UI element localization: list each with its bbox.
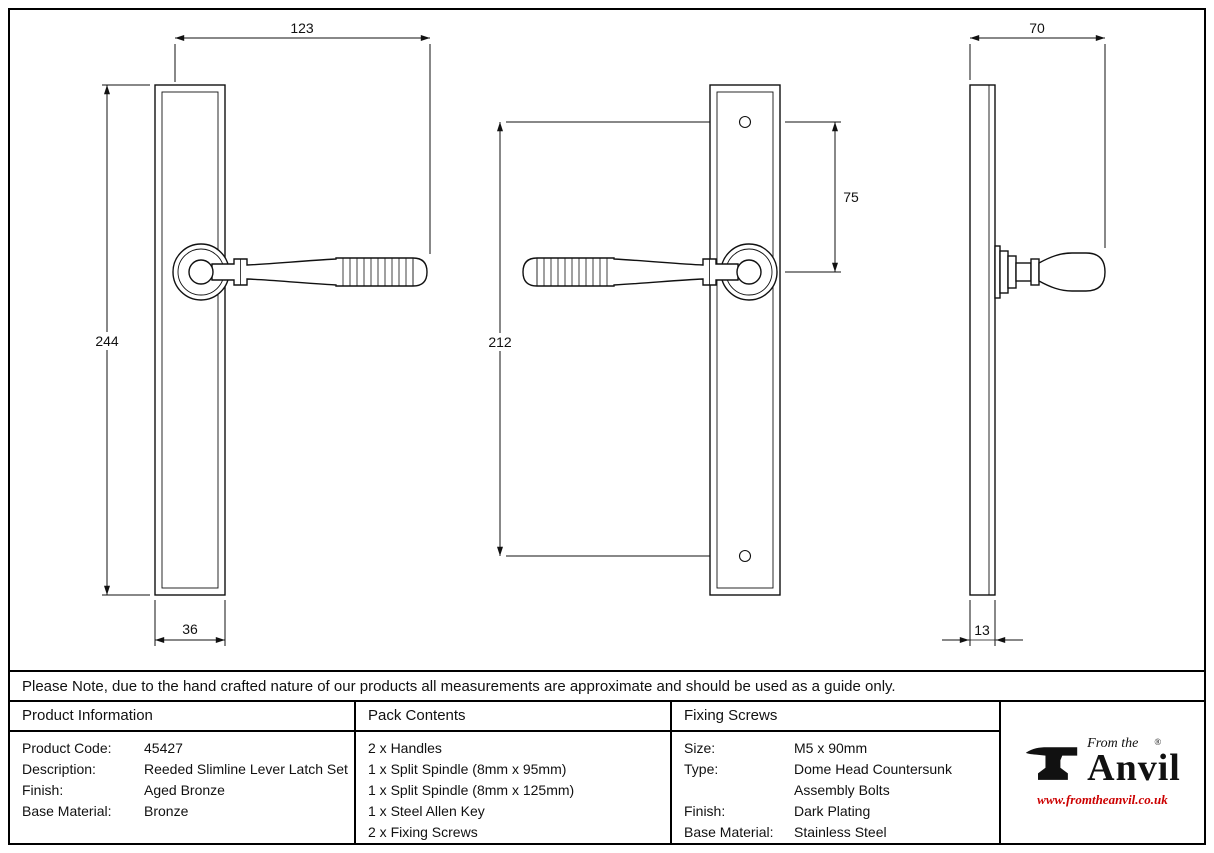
screw-type-value-cont: Assembly Bolts — [794, 782, 890, 798]
table-row: Type: Dome Head Countersunk — [684, 759, 999, 780]
brand-logo: From the ® Anvil www.fromtheanvil.co.uk — [1024, 737, 1181, 808]
logo-url: www.fromtheanvil.co.uk — [1037, 792, 1168, 807]
dim-projection: 70 — [1029, 20, 1045, 36]
column-product-information: Product Information Product Code: 45427 … — [10, 702, 354, 843]
screw-finish-value: Dark Plating — [794, 803, 871, 819]
product-information-header: Product Information — [10, 702, 354, 732]
pack-item: 2 x Handles — [368, 740, 442, 756]
product-code-value: 45427 — [144, 740, 183, 756]
screw-hole-bottom — [738, 549, 752, 563]
table-row: Size: M5 x 90mm — [684, 738, 999, 759]
note-row: Please Note, due to the hand crafted nat… — [10, 670, 1204, 700]
pack-contents-header: Pack Contents — [356, 702, 670, 732]
pack-item: 1 x Split Spindle (8mm x 125mm) — [368, 782, 575, 798]
screw-size-value: M5 x 90mm — [794, 740, 868, 756]
table-row: Finish: Aged Bronze — [22, 780, 354, 801]
technical-drawing: 123 244 36 212 75 — [90, 20, 1106, 646]
column-pack-contents: Pack Contents 2 x Handles 1 x Split Spin… — [354, 702, 670, 843]
screw-type-value: Dome Head Countersunk — [794, 761, 952, 777]
finish-value: Aged Bronze — [144, 782, 225, 798]
dim-screw-centres: 212 — [488, 334, 512, 350]
table-row: Assembly Bolts — [684, 780, 999, 801]
pack-item: 1 x Split Spindle (8mm x 95mm) — [368, 761, 567, 777]
back-view-dimensions — [483, 121, 841, 557]
back-view — [522, 84, 781, 596]
anvil-icon — [1026, 747, 1078, 780]
screw-hole-top — [738, 115, 752, 129]
dim-handle-length: 123 — [290, 20, 314, 36]
side-view — [969, 84, 1106, 596]
pack-item: 2 x Fixing Screws — [368, 824, 478, 840]
pack-item: 1 x Steel Allen Key — [368, 803, 485, 819]
logo-wordmark: Anvil — [1087, 747, 1181, 789]
base-material-value: Bronze — [144, 803, 189, 819]
column-logo: From the ® Anvil www.fromtheanvil.co.uk — [999, 702, 1204, 843]
dim-plate-height: 244 — [95, 333, 119, 349]
registered-mark: ® — [1154, 737, 1162, 747]
dim-plate-width: 36 — [182, 621, 198, 637]
table-row: Product Code: 45427 — [22, 738, 354, 759]
table-row: Finish: Dark Plating — [684, 801, 999, 822]
column-fixing-screws: Fixing Screws Size: M5 x 90mm Type: Dome… — [670, 702, 999, 843]
table-row: Base Material: Stainless Steel — [684, 822, 999, 843]
drawing-sheet: 123 244 36 212 75 — [8, 8, 1206, 845]
drawing-area: 123 244 36 212 75 — [10, 10, 1204, 670]
table-row: Description: Reeded Slimline Lever Latch… — [22, 759, 354, 780]
note-text: Please Note, due to the hand crafted nat… — [22, 677, 896, 695]
description-value: Reeded Slimline Lever Latch Set — [144, 761, 348, 777]
side-view-dimensions — [942, 35, 1106, 646]
dim-plate-depth: 13 — [974, 622, 990, 638]
fixing-screws-header: Fixing Screws — [672, 702, 999, 732]
front-view-dimensions — [90, 35, 431, 646]
screw-base-material-value: Stainless Steel — [794, 824, 887, 840]
table-row: Base Material: Bronze — [22, 801, 354, 822]
spec-table: Product Information Product Code: 45427 … — [10, 700, 1204, 843]
logo-tagline: From the ® — [1087, 736, 1162, 751]
front-view — [154, 84, 428, 596]
dim-screw-to-handle: 75 — [843, 189, 859, 205]
